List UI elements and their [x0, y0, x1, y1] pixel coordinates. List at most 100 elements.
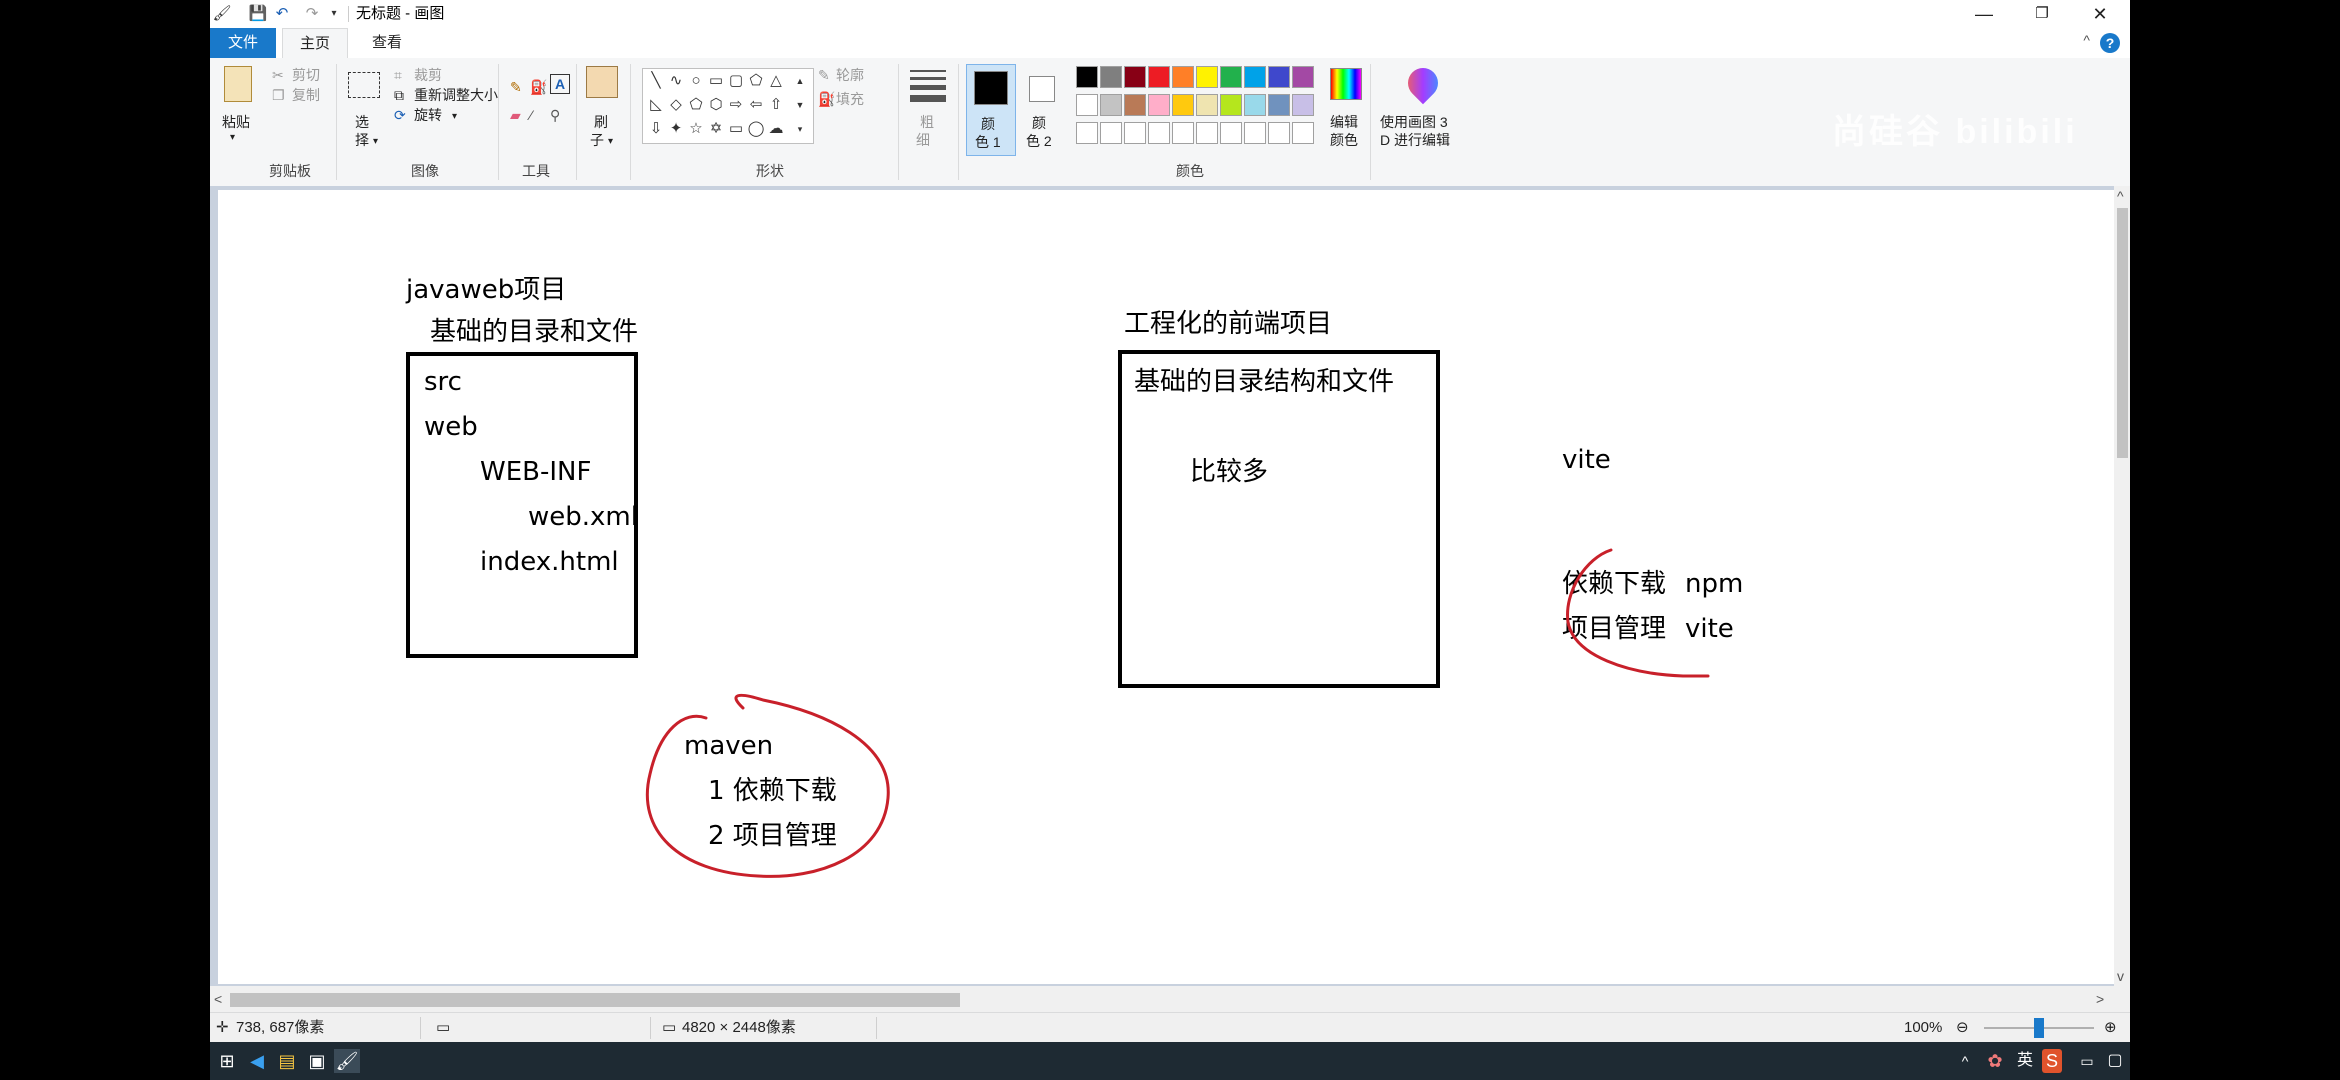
- fill-bucket-icon[interactable]: ⛽: [530, 79, 548, 95]
- drawing-canvas[interactable]: javaweb项目 基础的目录和文件 src web WEB-INF web.x…: [218, 190, 2116, 984]
- rotate-dropdown-icon[interactable]: ▾: [452, 111, 458, 122]
- sogou-ime-icon[interactable]: S: [2042, 1049, 2062, 1073]
- line-shape-icon[interactable]: ╲: [651, 72, 661, 89]
- eraser-icon[interactable]: ▰: [510, 107, 521, 123]
- zoom-slider-thumb[interactable]: [2034, 1018, 2044, 1038]
- save-icon[interactable]: 💾: [248, 5, 268, 22]
- cut-icon[interactable]: ✂: [272, 67, 284, 83]
- size-lines-icon[interactable]: [910, 70, 946, 102]
- right-triangle-shape-icon[interactable]: ◺: [650, 96, 662, 113]
- scroll-right-icon[interactable]: >: [2096, 991, 2105, 1007]
- volume-icon[interactable]: ▭: [2080, 1053, 2094, 1069]
- scroll-down-icon[interactable]: v: [2117, 968, 2124, 984]
- palette-swatch[interactable]: [1124, 122, 1146, 144]
- paste-button[interactable]: 粘贴: [222, 114, 250, 130]
- color1-selector[interactable]: 颜 色 1: [966, 64, 1016, 156]
- paste-icon[interactable]: [224, 66, 252, 102]
- shapes-scroll-down-icon[interactable]: ▼: [795, 100, 805, 110]
- pentagon-shape-icon[interactable]: ⬠: [689, 96, 703, 113]
- redo-icon[interactable]: ↷: [305, 5, 319, 22]
- select-button-top[interactable]: 选: [355, 114, 369, 130]
- file-explorer-taskbar-icon[interactable]: ▤: [278, 1051, 296, 1071]
- color2-selector[interactable]: 颜 色 2: [1018, 64, 1066, 154]
- right-arrow-shape-icon[interactable]: ⇨: [729, 96, 743, 113]
- close-button[interactable]: ✕: [2092, 4, 2108, 24]
- four-point-star-shape-icon[interactable]: ✦: [669, 120, 683, 137]
- palette-swatch[interactable]: [1244, 94, 1266, 116]
- outline-icon[interactable]: ✎: [818, 67, 830, 83]
- rectangle-shape-icon[interactable]: ▭: [708, 72, 724, 89]
- outline-button[interactable]: 轮廓: [836, 67, 864, 83]
- palette-swatch[interactable]: [1268, 122, 1290, 144]
- select-button-bottom[interactable]: 择: [355, 132, 369, 148]
- diamond-shape-icon[interactable]: ◇: [670, 96, 682, 113]
- hexagon-shape-icon[interactable]: ⬡: [709, 96, 723, 113]
- help-icon[interactable]: ?: [2100, 33, 2120, 53]
- crop-button[interactable]: 裁剪: [414, 67, 442, 83]
- palette-swatch[interactable]: [1220, 66, 1242, 88]
- copy-icon[interactable]: ❐: [272, 87, 285, 103]
- left-arrow-shape-icon[interactable]: ⇦: [749, 96, 763, 113]
- fill-icon[interactable]: ⛽: [818, 91, 836, 107]
- palette-swatch[interactable]: [1124, 94, 1146, 116]
- resize-button[interactable]: 重新调整大小: [414, 87, 498, 103]
- paint3d-button-top[interactable]: 使用画图 3: [1380, 114, 1448, 130]
- paste-dropdown-icon[interactable]: ▾: [230, 132, 236, 143]
- fill-button[interactable]: 填充: [836, 91, 864, 107]
- copy-button[interactable]: 复制: [292, 87, 320, 103]
- palette-swatch[interactable]: [1244, 122, 1266, 144]
- triangle-shape-icon[interactable]: △: [770, 72, 782, 89]
- shapes-expand-icon[interactable]: ▾: [797, 124, 803, 134]
- size-button-top[interactable]: 粗: [920, 114, 934, 130]
- palette-swatch[interactable]: [1292, 94, 1314, 116]
- palette-swatch[interactable]: [1148, 66, 1170, 88]
- palette-swatch[interactable]: [1268, 94, 1290, 116]
- pencil-icon[interactable]: ✎: [510, 79, 522, 95]
- palette-swatch[interactable]: [1268, 66, 1290, 88]
- palette-swatch[interactable]: [1124, 66, 1146, 88]
- minimize-button[interactable]: —: [1975, 4, 1993, 24]
- tab-home[interactable]: 主页: [282, 28, 348, 58]
- ime-indicator[interactable]: 英: [2016, 1052, 2033, 1069]
- vertical-scroll-thumb[interactable]: [2117, 208, 2128, 458]
- palette-swatch[interactable]: [1172, 94, 1194, 116]
- down-arrow-shape-icon[interactable]: ⇩: [649, 120, 663, 137]
- scroll-left-icon[interactable]: <: [214, 991, 223, 1007]
- restore-button[interactable]: ❐: [2035, 5, 2049, 22]
- brush-icon[interactable]: [586, 66, 618, 98]
- select-icon[interactable]: [348, 72, 380, 98]
- select-dropdown-icon[interactable]: ▾: [373, 136, 379, 147]
- tray-app-icon[interactable]: ✿: [1987, 1051, 2003, 1071]
- palette-swatch[interactable]: [1292, 66, 1314, 88]
- palette-swatch[interactable]: [1220, 122, 1242, 144]
- palette-swatch[interactable]: [1172, 66, 1194, 88]
- rotate-icon[interactable]: ⟳: [394, 107, 406, 123]
- five-point-star-shape-icon[interactable]: ☆: [689, 120, 703, 137]
- vertical-scrollbar[interactable]: ^ v: [2114, 186, 2130, 986]
- horizontal-scroll-thumb[interactable]: [230, 993, 960, 1007]
- paint3d-button-bottom[interactable]: D 进行编辑: [1380, 132, 1450, 148]
- customize-quick-access-icon[interactable]: ▾: [331, 8, 337, 19]
- polygon-shape-icon[interactable]: ⬠: [749, 72, 763, 89]
- curve-shape-icon[interactable]: ∿: [669, 72, 683, 89]
- crop-icon[interactable]: ⌗: [394, 67, 402, 83]
- palette-swatch[interactable]: [1076, 122, 1098, 144]
- callout-oval-shape-icon[interactable]: ◯: [747, 120, 765, 137]
- collapse-ribbon-icon[interactable]: ^: [2083, 32, 2090, 48]
- cut-button[interactable]: 剪切: [292, 67, 320, 83]
- palette-swatch[interactable]: [1100, 94, 1122, 116]
- edit-colors-button-top[interactable]: 编辑: [1330, 114, 1358, 130]
- color-picker-icon[interactable]: ⁄: [530, 107, 533, 123]
- tray-chevron-icon[interactable]: ^: [1961, 1053, 1969, 1069]
- six-point-star-shape-icon[interactable]: ✡: [709, 120, 723, 137]
- start-windows-icon[interactable]: ⊞: [219, 1051, 235, 1071]
- shapes-scroll-up-icon[interactable]: ▲: [795, 76, 805, 86]
- palette-swatch[interactable]: [1076, 94, 1098, 116]
- edit-colors-icon[interactable]: [1330, 68, 1362, 100]
- callout-cloud-shape-icon[interactable]: ☁: [768, 120, 784, 137]
- palette-swatch[interactable]: [1220, 94, 1242, 116]
- horizontal-scrollbar[interactable]: < >: [210, 986, 2130, 1012]
- palette-swatch[interactable]: [1148, 94, 1170, 116]
- rounded-rectangle-shape-icon[interactable]: ▢: [728, 72, 744, 89]
- scroll-up-icon[interactable]: ^: [2117, 188, 2124, 204]
